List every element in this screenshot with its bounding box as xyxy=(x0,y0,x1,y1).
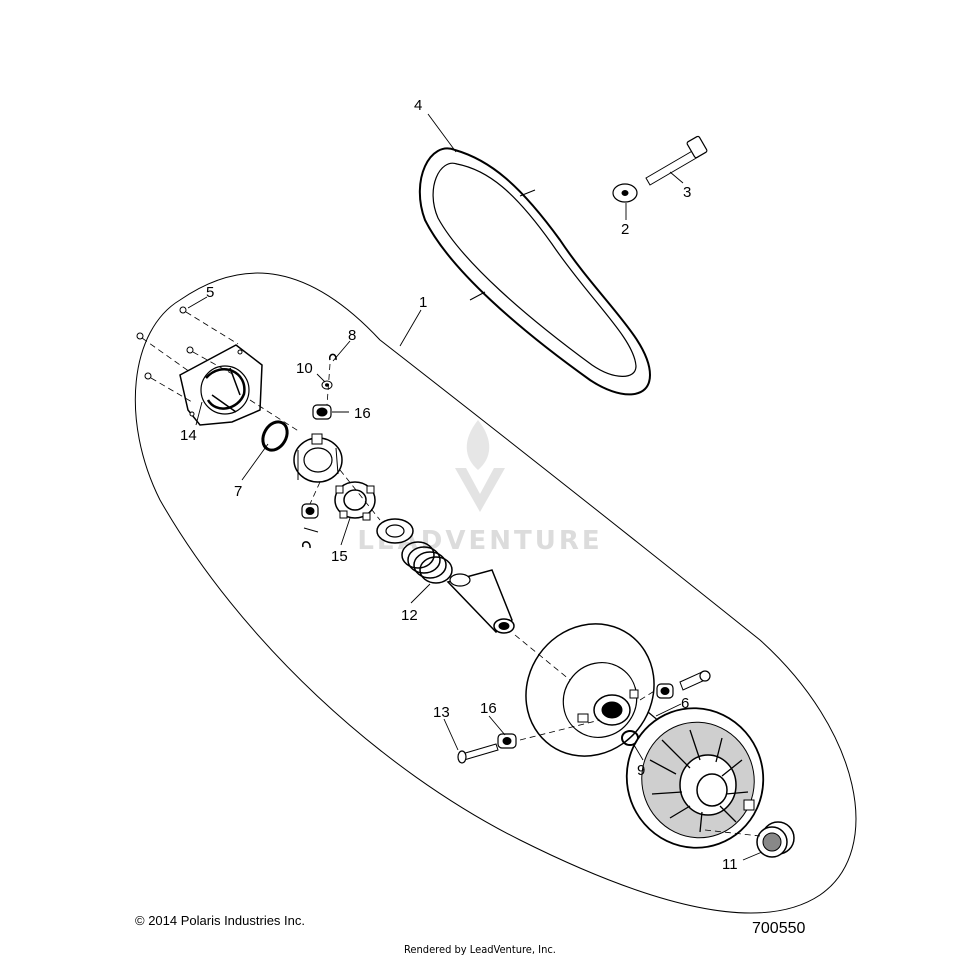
diagram-part-number: 700550 xyxy=(752,920,806,937)
callout-6: 6 xyxy=(681,695,689,712)
shaft-part xyxy=(446,569,515,634)
clip-part xyxy=(328,353,337,361)
roller-upper-part xyxy=(312,404,332,420)
assembly-outline xyxy=(134,272,857,914)
roller-pin-part xyxy=(497,733,517,749)
callout-12: 12 xyxy=(401,607,418,624)
callout-16-lower: 16 xyxy=(480,700,497,717)
leader-lines xyxy=(187,113,763,861)
assembly-centerlines xyxy=(141,311,761,837)
callout-14: 14 xyxy=(180,427,197,444)
pin-part xyxy=(457,743,499,764)
callout-15: 15 xyxy=(331,548,348,565)
cover-screws-part xyxy=(136,306,194,380)
callout-8: 8 xyxy=(348,327,356,344)
callout-5: 5 xyxy=(206,284,214,301)
washer-part xyxy=(612,183,638,203)
small-washer-part xyxy=(321,380,333,390)
callout-13: 13 xyxy=(433,704,450,721)
callout-labels: 4 3 2 5 1 8 10 16 14 7 15 12 13 16 6 9 1… xyxy=(180,97,738,873)
spring-part xyxy=(401,541,453,584)
spider-part xyxy=(293,433,343,483)
drive-belt-part xyxy=(418,147,652,396)
right-pin-part xyxy=(647,670,711,723)
callout-11: 11 xyxy=(722,856,738,873)
cover-part xyxy=(179,344,263,426)
callout-9: 9 xyxy=(637,762,645,779)
callout-1: 1 xyxy=(419,294,427,311)
watermark-v-icon xyxy=(455,468,505,512)
bearing-part xyxy=(756,821,795,858)
bolt-part xyxy=(645,135,708,186)
roller-lower-part xyxy=(301,503,319,549)
moveable-sheave-part xyxy=(525,623,655,757)
callout-7: 7 xyxy=(234,483,242,500)
callout-10: 10 xyxy=(296,360,313,377)
bushing-part xyxy=(376,518,414,544)
watermark-flame-icon xyxy=(466,420,490,470)
callout-3: 3 xyxy=(683,184,691,201)
rendered-by-text: Rendered by LeadVenture, Inc. xyxy=(404,943,556,956)
callout-2: 2 xyxy=(621,221,629,238)
fixed-sheave-part xyxy=(625,707,765,849)
snap-ring-part xyxy=(261,420,289,452)
copyright-text: © 2014 Polaris Industries Inc. xyxy=(135,913,305,928)
buttons-ring-part xyxy=(334,481,376,521)
callout-4: 4 xyxy=(414,97,422,114)
callout-16-upper: 16 xyxy=(354,405,371,422)
